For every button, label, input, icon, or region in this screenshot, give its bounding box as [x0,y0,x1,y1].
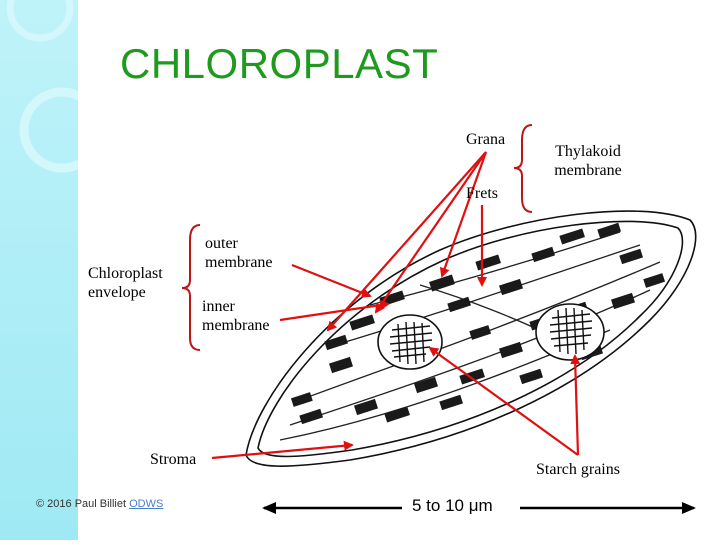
label-stroma: Stroma [150,451,197,468]
label-inner-line1: inner [202,298,235,315]
starch-arrow [428,346,579,456]
footer-credit: © 2016 Paul Billiet ODWS [36,498,163,510]
scale-label: 5 to 10 μm [412,496,493,515]
label-chloroplast-envelope: Chloroplast envelope [88,264,163,302]
decorative-sidebar [0,0,105,540]
label-thylakoid-membrane: Thylakoid membrane [546,142,630,180]
outer-membrane-arrow [291,263,372,298]
label-arrows [211,151,581,460]
label-thylakoid-line2: membrane [554,162,622,179]
label-outer-line2: membrane [205,254,273,271]
envelope-bracket [181,224,201,351]
grana-arrow-1 [326,151,487,332]
label-inner-membrane: inner membrane [202,297,270,335]
starch-arrow-2 [570,354,581,456]
slide-title: CHLOROPLAST [120,40,439,87]
inner-membrane-outline [257,220,684,458]
grana-arrow-3 [439,151,488,278]
label-brackets [181,124,533,351]
label-starch-grains: Starch grains [536,461,620,478]
starch-grains [377,303,605,370]
thylakoid-bracket [513,124,533,213]
label-outer-line1: outer [205,235,238,252]
footer-copyright: © 2016 Paul Billiet [36,498,130,510]
footer-link[interactable]: ODWS [129,498,164,510]
label-outer-membrane: outer membrane [205,234,273,272]
label-envelope-line1: Chloroplast [88,265,163,282]
label-inner-line2: membrane [202,317,270,334]
inner-membrane-arrow [279,300,390,322]
grana-arrow-2 [374,151,487,314]
stroma-arrow [211,440,354,460]
grana-stacks [290,222,666,425]
label-thylakoid-line1: Thylakoid [555,143,621,160]
label-grana: Grana [466,131,506,148]
label-frets: Frets [466,185,498,202]
label-envelope-line2: envelope [88,284,146,301]
